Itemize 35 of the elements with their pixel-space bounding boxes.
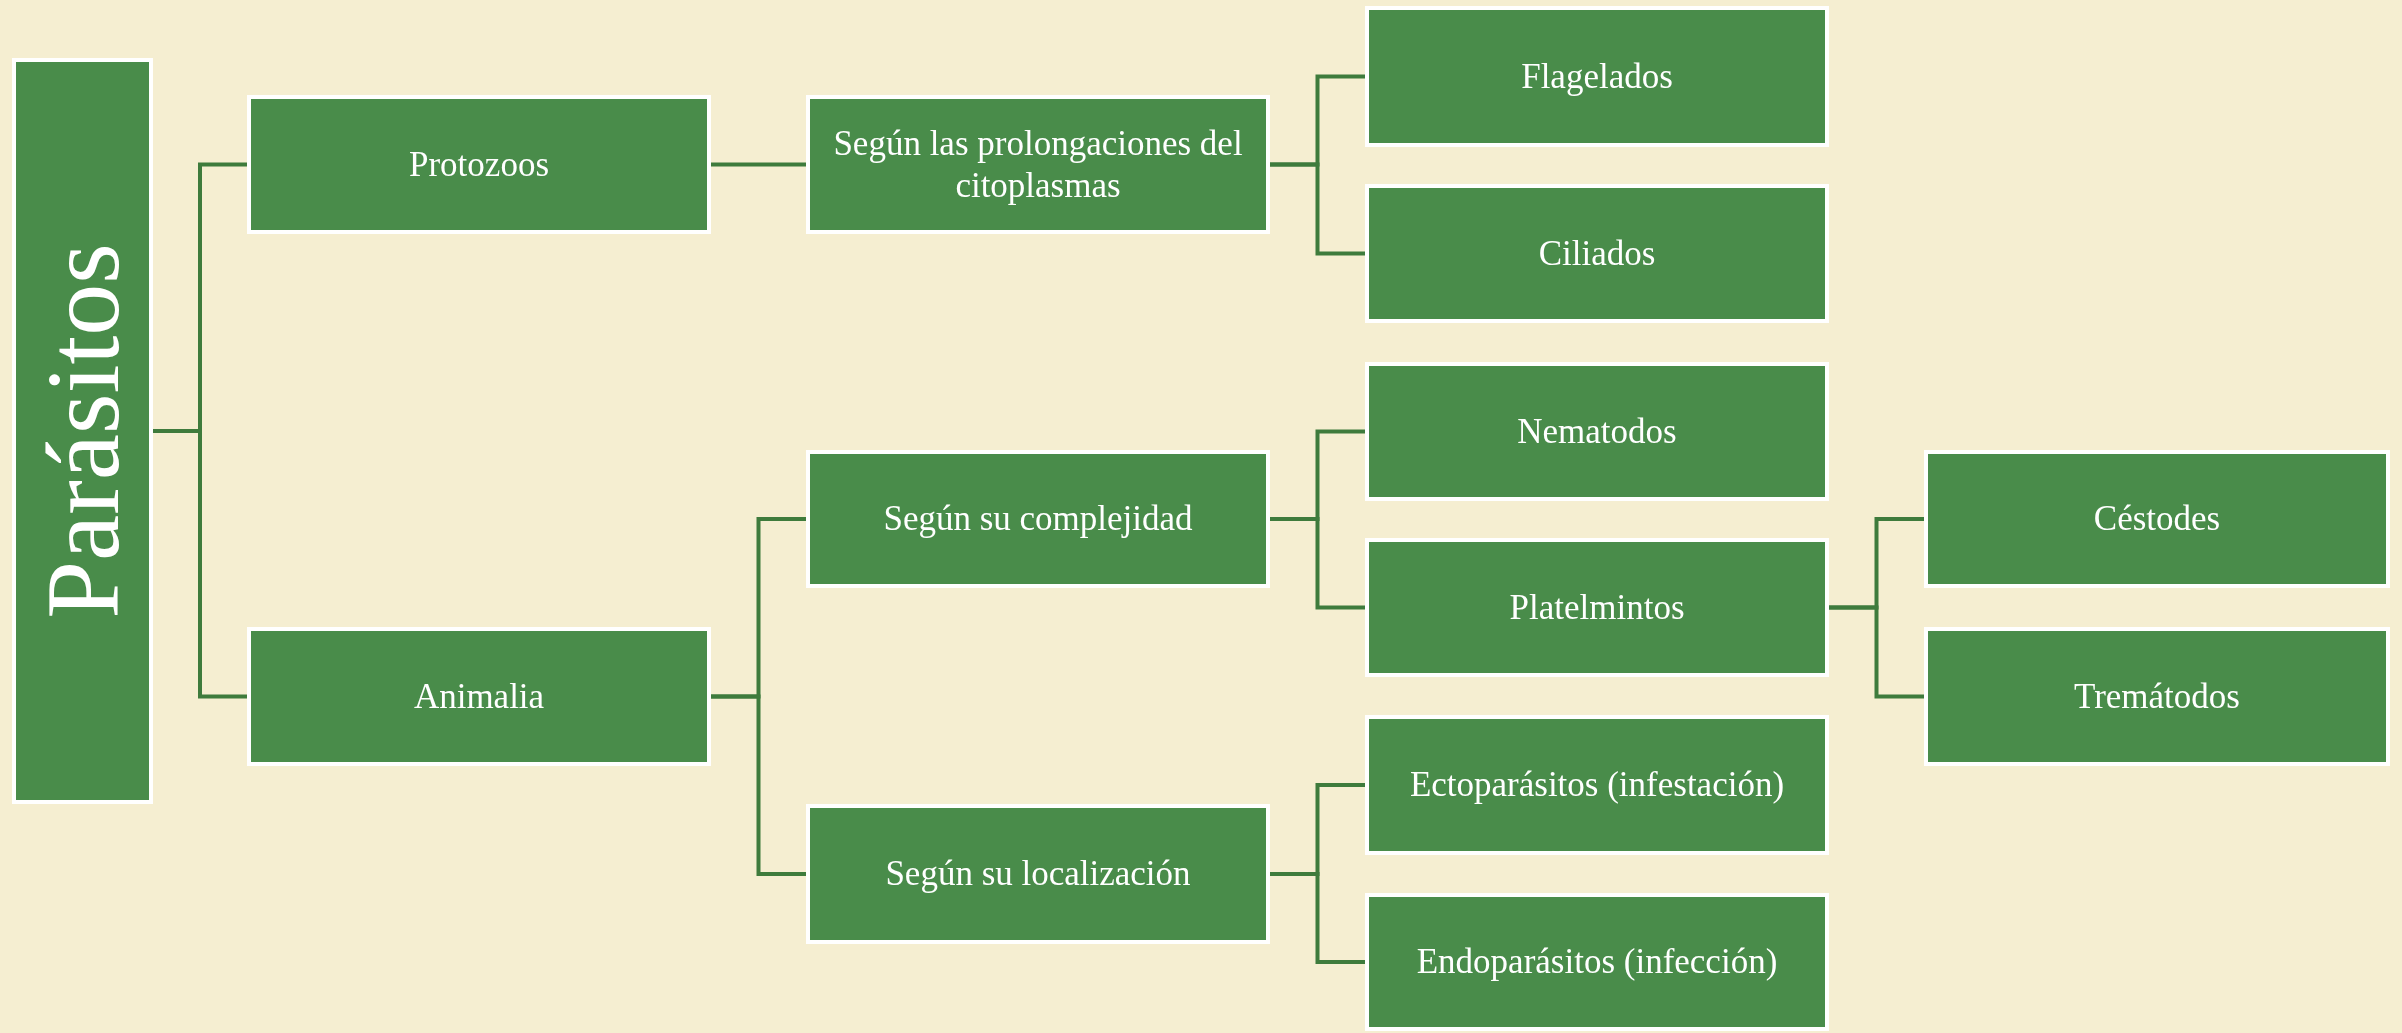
box-label: Ectoparásitos (infestación) [1409,764,1785,806]
connector-line [1270,517,1365,610]
category-box [1365,362,1829,501]
box-label: Flagelados [1521,55,1673,98]
category-box [247,627,711,766]
root-label: Parásitos [30,243,135,619]
category-box [1365,6,1829,147]
box-label: Nematodos [1517,410,1677,453]
box-label: Según su complejidad [883,498,1193,540]
category-box [1365,715,1829,855]
connector-line [1829,605,1924,699]
box-label: Protozoos [409,143,549,186]
category-box [1365,184,1829,323]
category-box [1924,450,2390,588]
category-box [1365,893,1829,1031]
category-box [1365,538,1829,677]
box-label: Según las prolongaciones del citoplasmas [832,122,1244,207]
box-label: Céstodes [2093,498,2221,540]
category-box [806,450,1270,588]
box-label: Endoparásitos (infección) [1416,941,1778,983]
category-box [1924,627,2390,766]
connector-line [153,429,247,699]
connector-line [711,162,806,167]
box-label: Platelmintos [1509,586,1685,629]
root-box [12,58,153,804]
category-box [806,95,1270,234]
box-label: Según su localización [885,853,1191,895]
connector-line [1270,162,1365,256]
box-label: Ciliados [1538,232,1656,275]
category-box [247,95,711,234]
box-label: Animalia [413,675,545,718]
connector-line [711,694,806,876]
category-box [806,804,1270,944]
connector-line [1270,872,1365,964]
box-label: Tremátodos [2074,675,2240,718]
